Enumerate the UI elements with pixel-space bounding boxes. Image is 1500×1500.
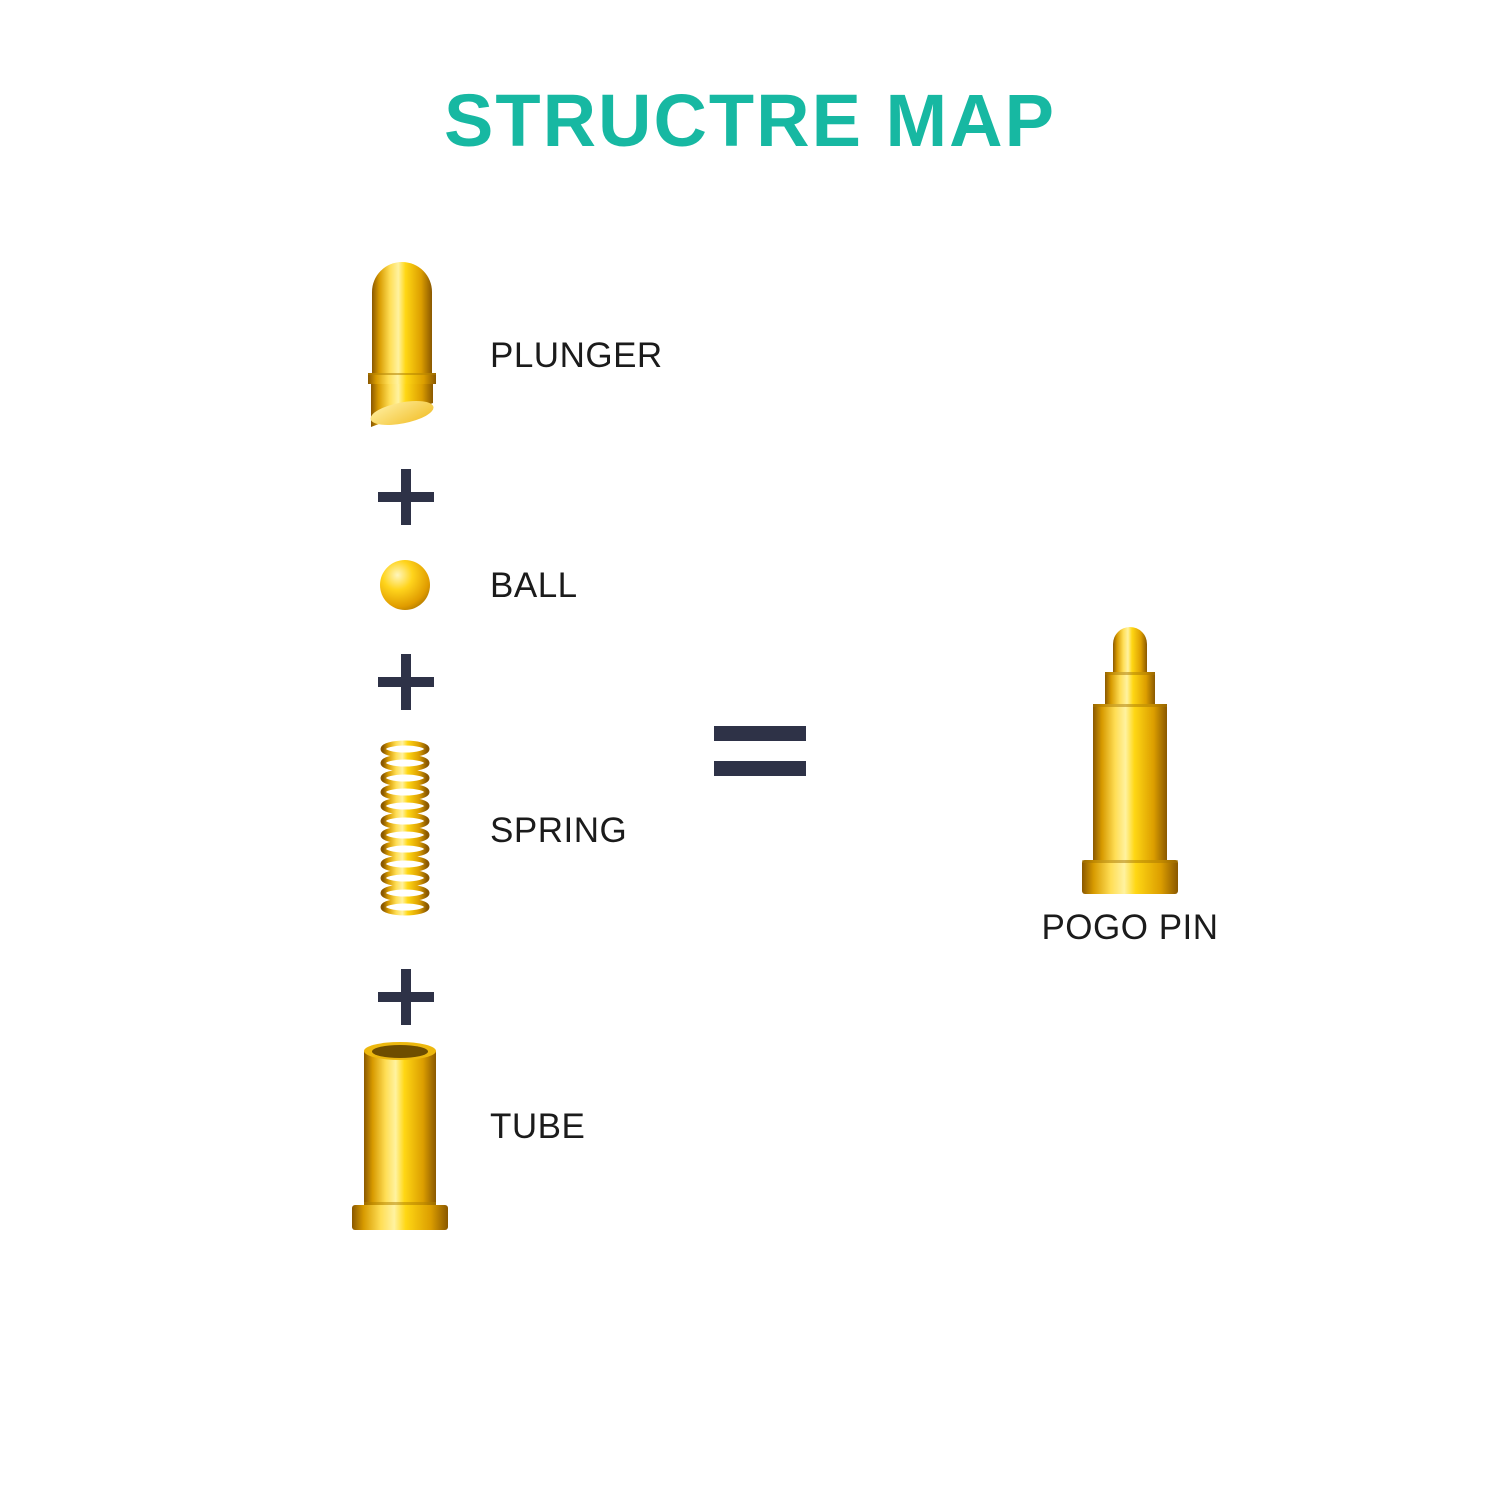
- ball-label: BALL: [490, 566, 578, 605]
- equals-icon: [714, 726, 806, 776]
- pogo-pin-label: POGO PIN: [1041, 908, 1219, 947]
- plus-icon: [378, 969, 434, 1025]
- tube-3d-gold-icon: [352, 1042, 448, 1230]
- page-title: STRUCTRE MAP: [444, 79, 1056, 162]
- plunger-3d-gold-icon: [368, 262, 436, 427]
- spring-label: SPRING: [490, 811, 628, 850]
- tube-label: TUBE: [490, 1107, 586, 1146]
- ball-3d-gold-icon: [380, 560, 430, 610]
- plus-icon: [378, 654, 434, 710]
- pogo-pin-3d-gold-icon: [1082, 627, 1178, 894]
- plus-icon: [378, 469, 434, 525]
- plunger-label: PLUNGER: [490, 336, 663, 375]
- spring-3d-gold-icon: [380, 740, 430, 916]
